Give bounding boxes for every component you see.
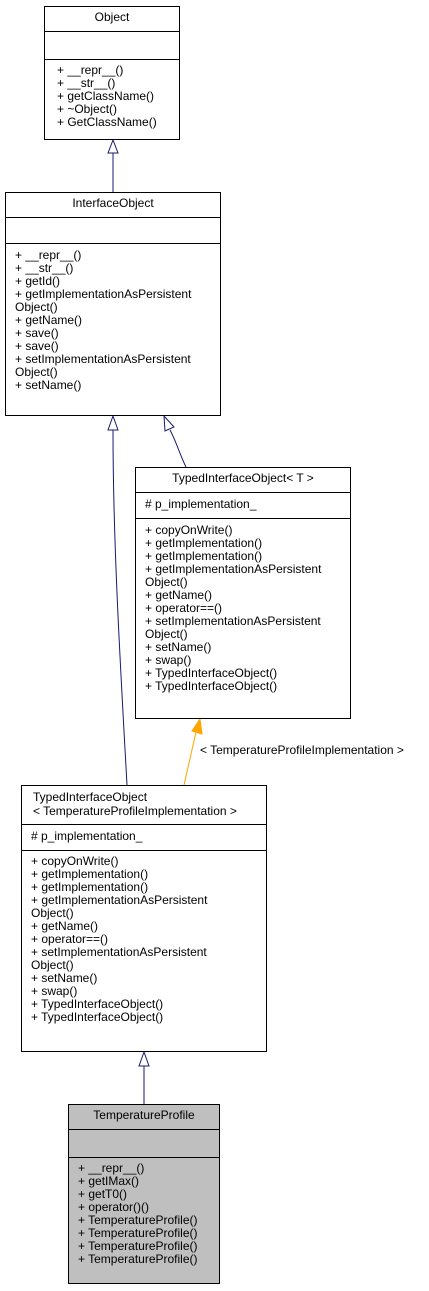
method: + save(): [15, 339, 59, 353]
class-typedinterfaceobject-temperatureprofileimplementation[interactable]: TypedInterfaceObject < TemperatureProfil…: [21, 785, 267, 1052]
method: + TemperatureProfile(): [78, 1226, 198, 1240]
method: + TemperatureProfile(): [78, 1252, 198, 1266]
method: + TypedInterfaceObject(): [145, 679, 278, 693]
method-list: + __repr__() + __str__() + getId() + get…: [15, 249, 218, 392]
edge-arrowhead: [138, 1050, 150, 1067]
method: + setName(): [15, 378, 82, 392]
method: + save(): [15, 326, 59, 340]
method: + __repr__(): [78, 1161, 145, 1175]
method: + operator==(): [31, 932, 109, 946]
method: Object(): [31, 958, 74, 972]
method: + __str__(): [57, 76, 116, 90]
method: + TemperatureProfile(): [78, 1213, 198, 1227]
method-list: + __repr__() + getIMax() + getT0() + ope…: [78, 1162, 217, 1266]
method: + copyOnWrite(): [31, 854, 119, 868]
method: + setImplementationAsPersistent: [145, 614, 321, 628]
method: Object(): [31, 906, 74, 920]
method: + getName(): [15, 313, 83, 327]
method: Object(): [145, 575, 188, 589]
class-object[interactable]: Object + __repr__() + __str__() + getCla…: [44, 6, 180, 140]
method-list: + __repr__() + __str__() + getClassName(…: [57, 64, 177, 129]
edge-arrowhead: [107, 414, 119, 431]
method: + getT0(): [78, 1187, 128, 1201]
method: + getName(): [145, 588, 213, 602]
method: + getImplementationAsPersistent: [15, 287, 192, 301]
method: + getName(): [31, 919, 99, 933]
method: + TypedInterfaceObject(): [145, 666, 278, 680]
class-name: TemperatureProfile: [93, 1108, 195, 1122]
method: + TypedInterfaceObject(): [31, 997, 164, 1011]
template-binding-label: < TemperatureProfileImplementation >: [200, 743, 404, 757]
method-list: + copyOnWrite() + getImplementation() + …: [145, 524, 348, 693]
method: + getImplementationAsPersistent: [145, 562, 322, 576]
method: + ~Object(): [57, 102, 118, 116]
method: + getImplementation(): [145, 536, 263, 550]
method: + GetClassName(): [57, 115, 157, 129]
method: + operator()(): [78, 1200, 150, 1214]
method: + getImplementationAsPersistent: [31, 893, 208, 907]
method: + TemperatureProfile(): [78, 1239, 198, 1253]
class-name-line: TypedInterfaceObject: [33, 790, 148, 804]
method: + __repr__(): [57, 63, 124, 77]
method: Object(): [145, 627, 188, 641]
class-temperatureprofile[interactable]: TemperatureProfile + __repr__() + getIMa…: [68, 1104, 220, 1284]
class-name: TypedInterfaceObject < TemperatureProfil…: [22, 786, 266, 824]
class-name: Object: [94, 10, 130, 24]
method: + setName(): [145, 640, 212, 654]
method: + setImplementationAsPersistent: [15, 352, 191, 366]
method: + operator==(): [145, 601, 223, 615]
method: Object(): [15, 365, 58, 379]
attribute-list: # p_implementation_: [145, 498, 348, 511]
attribute-list: # p_implementation_: [31, 830, 264, 843]
attribute: # p_implementation_: [145, 497, 257, 511]
method: + swap(): [145, 653, 192, 667]
edge-typedinterfaceobject-tpi-interfaceobject: [112, 429, 128, 786]
class-name-line: < TemperatureProfileImplementation >: [33, 804, 237, 818]
method: + copyOnWrite(): [145, 523, 233, 537]
method: + getId(): [15, 274, 61, 288]
class-name: TypedInterfaceObject< T >: [172, 471, 314, 485]
method: + swap(): [31, 984, 78, 998]
method: + getImplementation(): [31, 880, 149, 894]
attribute: # p_implementation_: [31, 829, 143, 843]
method: + __repr__(): [15, 248, 82, 262]
class-name: InterfaceObject: [72, 196, 154, 210]
edge-typedinterfaceobject-t-interfaceobject: [169, 429, 187, 468]
method: Object(): [15, 300, 58, 314]
edge-arrowhead: [163, 414, 175, 432]
method: + TypedInterfaceObject(): [31, 1010, 164, 1024]
class-typedinterfaceobject-t[interactable]: TypedInterfaceObject< T > # p_implementa…: [135, 467, 351, 719]
method: + setImplementationAsPersistent: [31, 945, 207, 959]
method: + getImplementation(): [145, 549, 263, 563]
method: + setName(): [31, 971, 98, 985]
method: + __str__(): [15, 261, 74, 275]
method: + getClassName(): [57, 89, 155, 103]
edge-arrowhead: [107, 138, 119, 154]
edge-arrowhead-template: [191, 717, 203, 735]
method-list: + copyOnWrite() + getImplementation() + …: [31, 855, 264, 1024]
edge-template-binding: [183, 731, 197, 786]
method: + getImplementation(): [31, 867, 149, 881]
method: + getIMax(): [78, 1174, 140, 1188]
class-interfaceobject[interactable]: InterfaceObject + __repr__() + __str__()…: [5, 192, 221, 416]
